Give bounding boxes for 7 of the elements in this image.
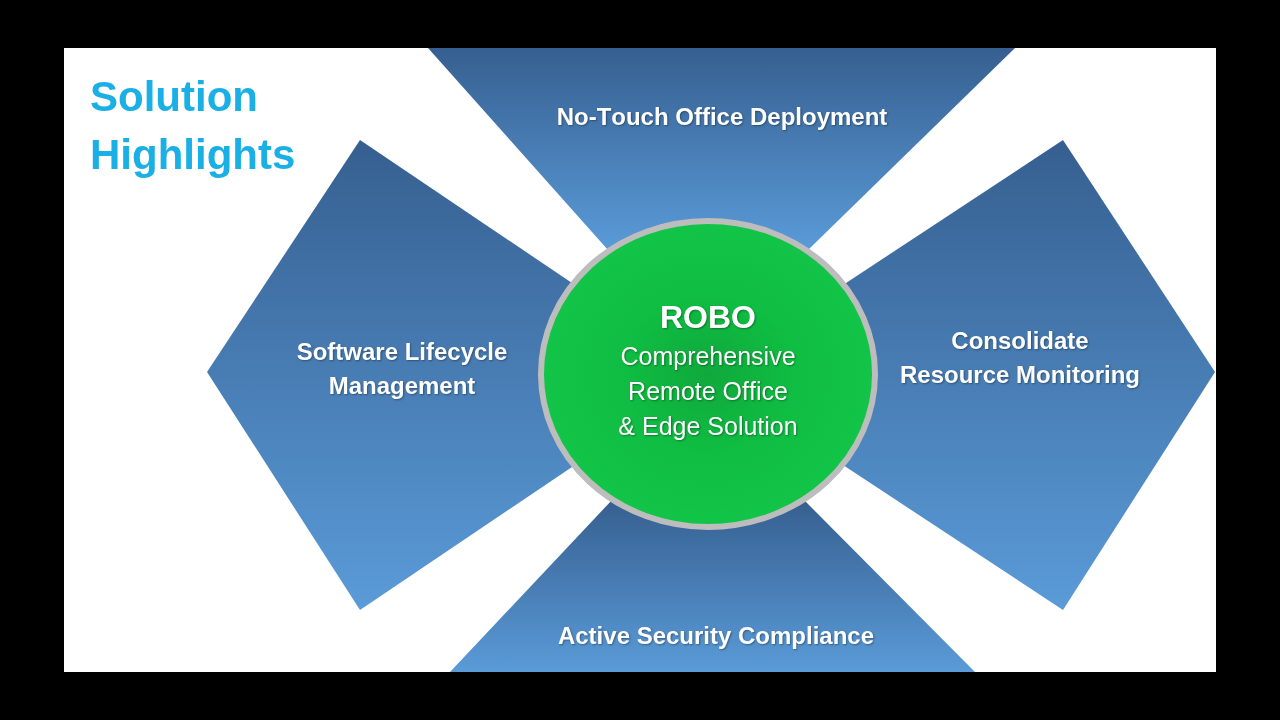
- highlight-label: Consolidate Resource Monitoring: [899, 326, 1141, 390]
- center-heading: ROBO: [659, 298, 757, 337]
- center-description: Comprehensive Remote Office & Edge Solution: [617, 341, 799, 442]
- highlight-label: Active Security Compliance: [557, 621, 875, 651]
- highlight-label: No-Touch Office Deployment: [556, 102, 888, 132]
- slide-title: Solution Highlights: [90, 72, 297, 180]
- highlight-label: Software Lifecycle Management: [296, 337, 508, 401]
